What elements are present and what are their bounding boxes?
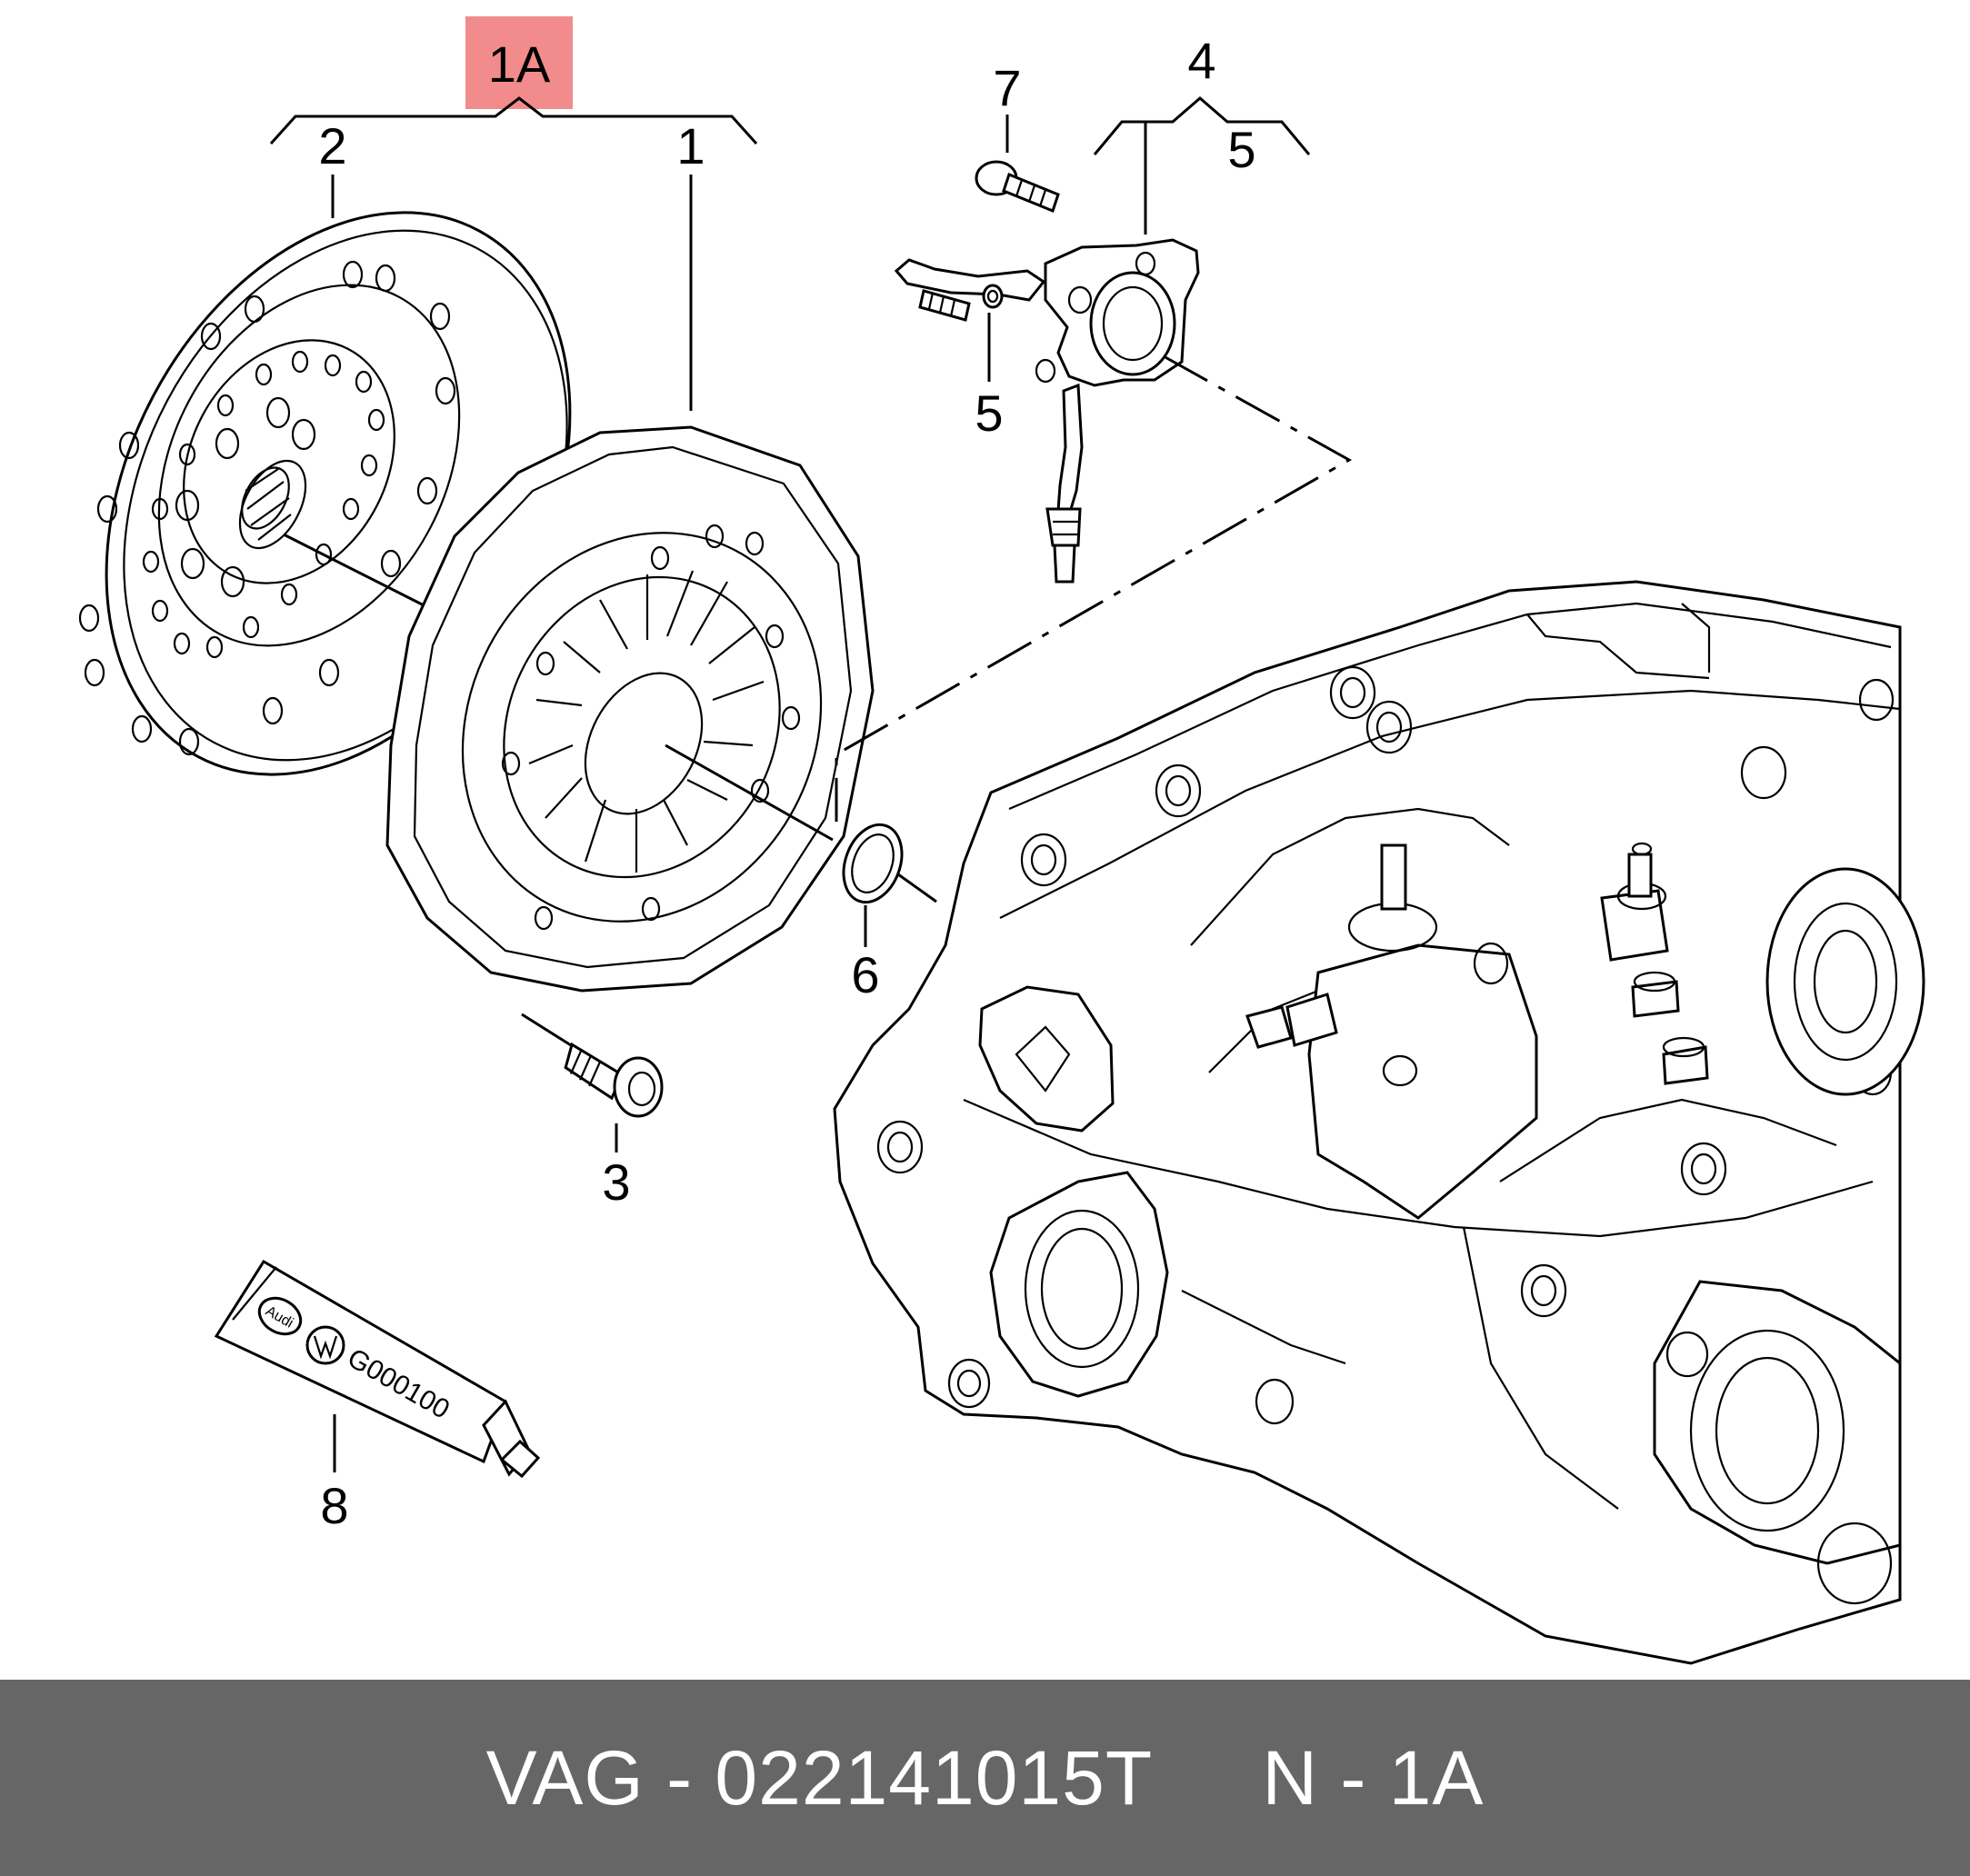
callout-6[interactable]: 6 [851,946,879,1003]
group-1a-highlight [465,16,573,109]
grease-tube[interactable]: Audi G000100 [214,1259,541,1479]
callout-3[interactable]: 3 [602,1153,630,1211]
bolt-3[interactable] [558,1042,664,1118]
exploded-parts-diagram: 1A [78,16,1925,1665]
seal-ring-5[interactable] [982,284,1004,309]
group-4-bracket [1093,96,1311,155]
dash-line-bolt [521,1013,572,1047]
callout-5-mid[interactable]: 5 [975,384,1003,442]
callout-5-top[interactable]: 5 [1227,121,1255,178]
axis-line-1 [283,533,439,614]
callout-2[interactable]: 2 [318,117,346,175]
gearbox-housing [833,580,1925,1665]
callout-8[interactable]: 8 [320,1477,348,1534]
callout-4[interactable]: 4 [1187,32,1215,89]
pressure-plate[interactable] [385,425,888,993]
group-1a-bracket [269,96,758,145]
axis-line-3 [897,873,937,903]
o-ring-seal[interactable] [834,816,912,910]
part-number-footer: VAG - 022141015T N - 1A [0,1680,1970,1876]
slave-cylinder[interactable] [894,238,1200,584]
part-number-label: VAG - 022141015T N - 1A [485,1734,1485,1821]
axis-line-2 [665,743,834,842]
alignment-dash-line [835,354,1353,822]
bolt-7[interactable] [975,160,1060,213]
callout-1a[interactable]: 1A [488,35,551,93]
callout-1[interactable]: 1 [676,117,705,175]
callout-7[interactable]: 7 [993,59,1021,116]
